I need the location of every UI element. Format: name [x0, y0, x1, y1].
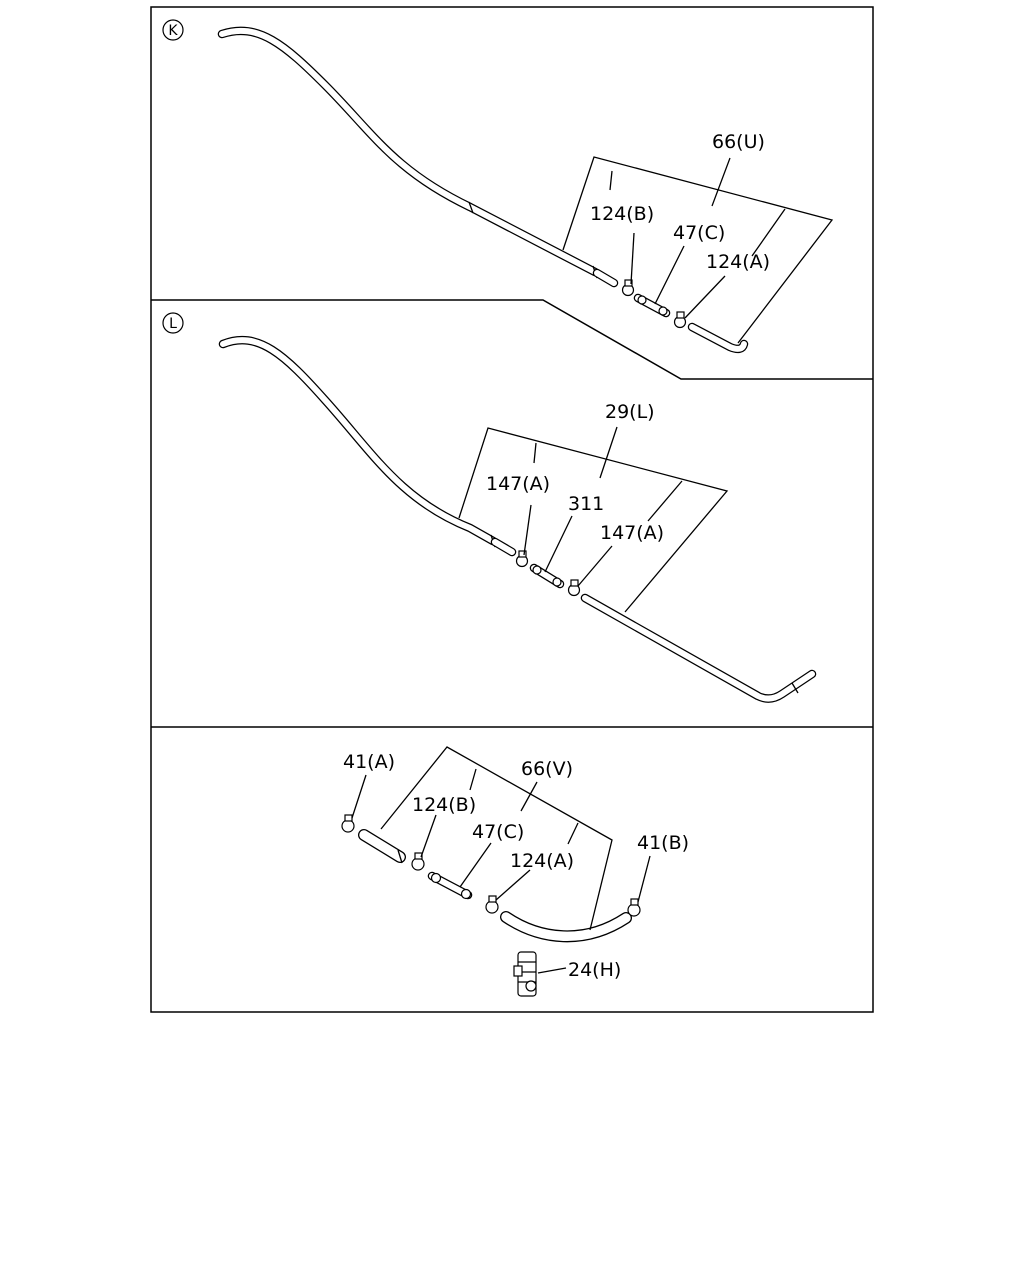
label-147a-left: 147(A)	[486, 473, 550, 495]
label-29l: 29(L)	[605, 401, 655, 423]
label-124b: 124(B)	[590, 203, 654, 225]
label-47c-m: 47(C)	[472, 821, 524, 843]
pipe-29l	[218, 335, 517, 557]
clamp-147a-left	[515, 550, 529, 568]
clamp-124b	[621, 279, 635, 297]
section-l-marker-letter: L	[169, 316, 177, 332]
section-divider-k-l	[151, 299, 873, 380]
label-147a-right: 147(A)	[600, 522, 664, 544]
clamp-124a-m	[485, 895, 499, 914]
hose-curved-m	[500, 911, 632, 943]
section-k-marker: K	[162, 19, 184, 41]
section-l: L	[162, 312, 817, 703]
diagram-frame	[150, 6, 874, 1013]
section-k: K	[162, 19, 834, 354]
pipe-66u	[217, 26, 619, 288]
hose-66v	[358, 829, 406, 864]
label-124a: 124(A)	[706, 251, 770, 273]
section-l-marker: L	[162, 312, 184, 334]
label-124a-m: 124(A)	[510, 850, 574, 872]
label-311: 311	[568, 493, 604, 515]
leaders-m	[351, 746, 651, 974]
leaders-k	[562, 156, 834, 344]
label-66v: 66(V)	[521, 758, 573, 780]
hose-end-k	[687, 322, 749, 354]
label-24h: 24(H)	[568, 959, 621, 981]
label-41a: 41(A)	[343, 751, 395, 773]
label-47c: 47(C)	[673, 222, 725, 244]
section-m: 41(A) 66(V) 124(B) 47(C) 124(A) 41(B) 24…	[341, 746, 689, 997]
clip-24h	[513, 951, 537, 997]
connector-47c	[633, 293, 671, 318]
clamp-124b-m	[411, 852, 425, 871]
connector-311	[529, 563, 565, 589]
pipe-lower-l	[580, 593, 817, 703]
connector-47c-m	[427, 871, 473, 900]
clamp-147a-right	[567, 579, 581, 597]
section-k-marker-letter: K	[168, 23, 178, 39]
leaders-l	[458, 426, 729, 613]
label-124b-m: 124(B)	[412, 794, 476, 816]
clamp-41b	[627, 898, 641, 917]
label-41b: 41(B)	[637, 832, 689, 854]
clamp-124a	[673, 311, 687, 329]
label-66u: 66(U)	[712, 131, 765, 153]
